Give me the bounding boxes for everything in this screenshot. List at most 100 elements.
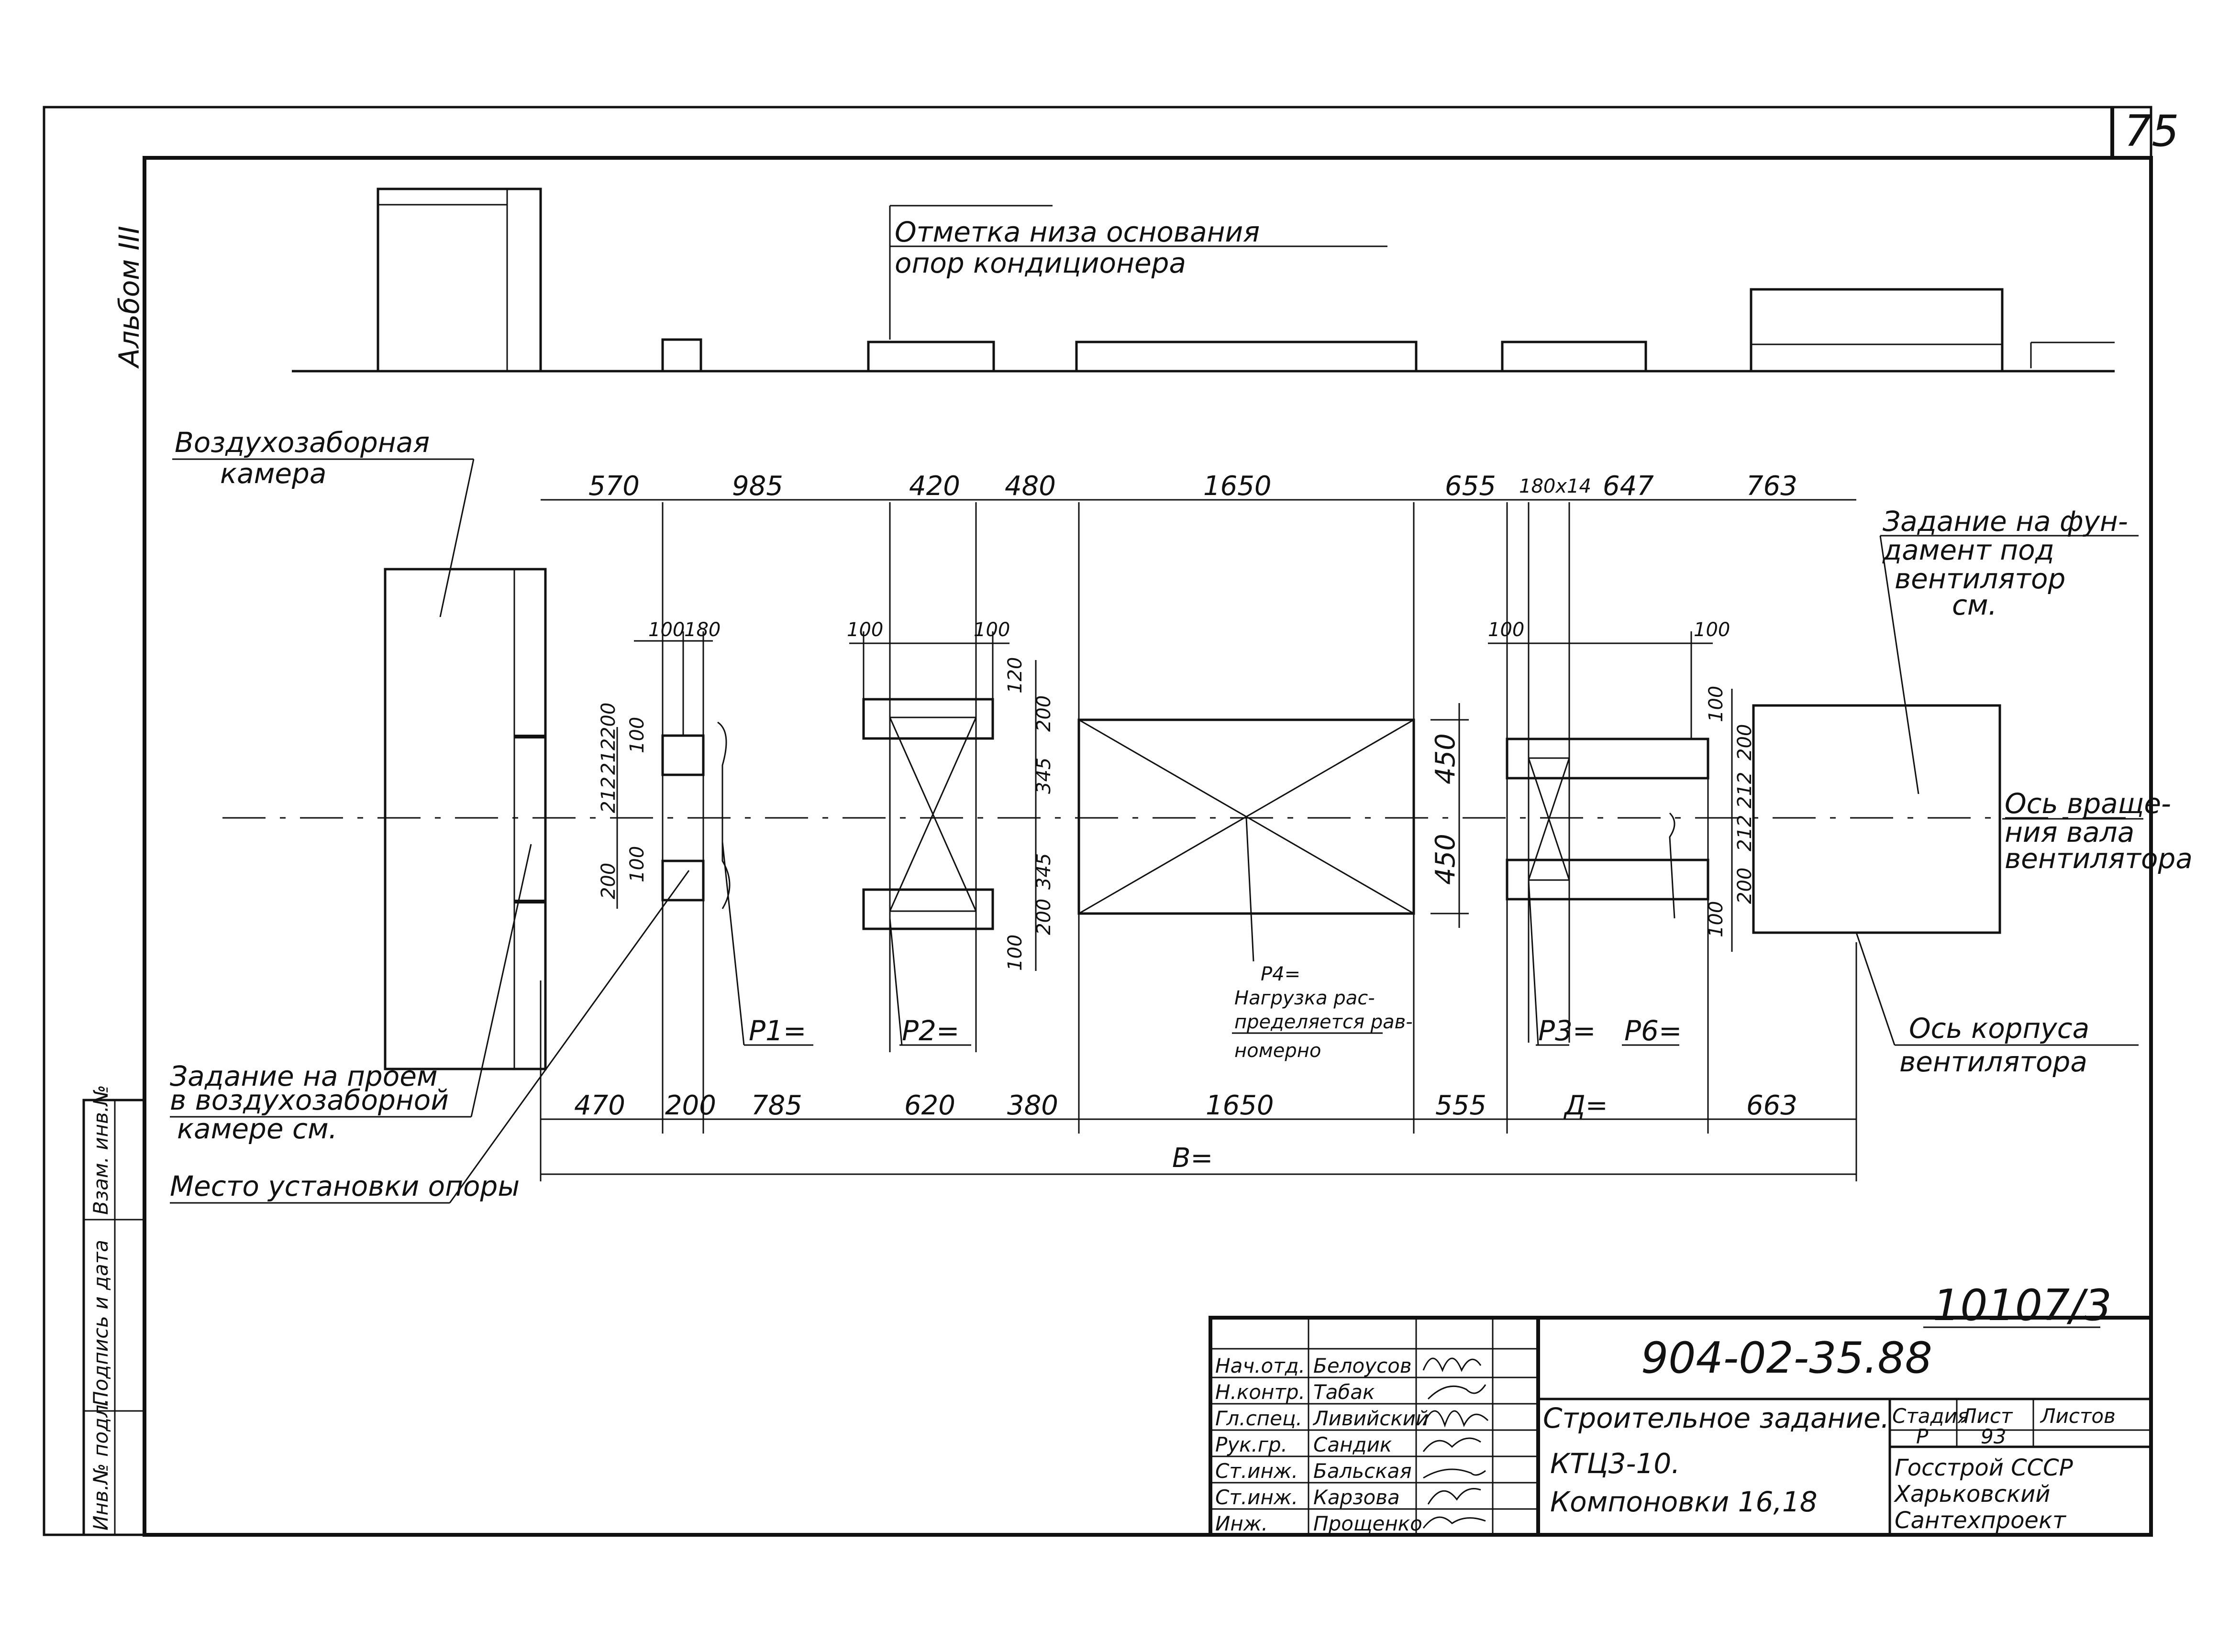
- dim-top-2: 420: [909, 471, 960, 502]
- doc-code: 904-02-35.88: [1641, 1333, 1932, 1383]
- fan-axis-label-3: вентилятора: [2005, 842, 2193, 875]
- role-4: Рук.гр.: [1215, 1433, 1287, 1456]
- dim-r212-bottom: 212: [1734, 815, 1756, 851]
- p4-note-3: номерно: [1234, 1040, 1321, 1062]
- outer-border: [43, 106, 2152, 1536]
- intake-chamber-label-1: Воздухозаборная: [175, 426, 430, 459]
- stamp-signature-date: Подпись и дата: [89, 1240, 112, 1406]
- dim-v200-top: 200: [598, 703, 620, 739]
- dim-v345-bottom: 345: [1033, 853, 1055, 890]
- dim-v450-bottom: 450: [1430, 834, 1461, 885]
- name-5: Бальская: [1313, 1459, 1412, 1483]
- dim-top-3: 480: [1005, 471, 1056, 502]
- p1-label: P1=: [749, 1014, 806, 1047]
- signatures: [1422, 1357, 1489, 1529]
- p4-label: P4=: [1261, 963, 1300, 985]
- dim-top-1: 985: [732, 471, 783, 502]
- org-3: Сантехпроект: [1895, 1507, 2067, 1534]
- secondary-number: 10107/3: [1933, 1280, 2112, 1331]
- dim-v100-p2: 100: [1004, 935, 1026, 971]
- opening-label-1: Задание на проем: [170, 1060, 438, 1092]
- dim-top-7: 647: [1603, 471, 1654, 502]
- opening-label-3: камере см.: [177, 1112, 337, 1145]
- elevation-view: Отметка низа основания опор кондиционера: [292, 187, 2115, 373]
- name-6: Карзова: [1313, 1486, 1400, 1509]
- role-5: Ст.инж.: [1215, 1459, 1298, 1483]
- dim-p2-100-right: 100: [974, 619, 1010, 641]
- sheet-value: 93: [1981, 1425, 2006, 1448]
- dim-v200-bottom: 200: [598, 863, 620, 899]
- p4-note-1: Нагрузка рас-: [1234, 987, 1375, 1009]
- dim-top-5: 655: [1445, 471, 1496, 502]
- role-6: Ст.инж.: [1215, 1486, 1298, 1509]
- fan-axis-label-1: Ось враще-: [2005, 787, 2171, 820]
- dim-p2-100-left: 100: [847, 619, 883, 641]
- fan-foundation-label-2: дамент под: [1882, 534, 2054, 566]
- fan-unit-plan: [1752, 704, 2001, 934]
- stamp-inv-original: Инв.№ подл.: [89, 1399, 112, 1531]
- title-block: [1209, 1316, 2153, 1537]
- dim-bottom-8: 663: [1746, 1090, 1797, 1121]
- fan-axis-label-2: ния вала: [2005, 816, 2134, 848]
- dim-r200-top: 200: [1734, 724, 1756, 760]
- dim-bottom-6: 555: [1435, 1090, 1486, 1121]
- role-2: Н.контр.: [1215, 1380, 1305, 1404]
- dim-v120: 120: [1004, 657, 1026, 694]
- base-mark-label-1: Отметка низа основания: [895, 216, 1260, 248]
- support-block-3: [1075, 341, 1418, 373]
- dim-v212-top: 212: [598, 738, 620, 775]
- org-2: Харьковский: [1893, 1481, 2050, 1508]
- dim-bottom-1: 200: [665, 1090, 716, 1121]
- stage-header: Стадия: [1892, 1404, 1969, 1428]
- dim-p1-180: 180: [684, 619, 721, 641]
- support-place-label: Место установки опоры: [170, 1170, 520, 1202]
- org-1: Госстрой СССР: [1895, 1454, 2073, 1481]
- dim-r100-top: 100: [1705, 686, 1727, 722]
- dim-bottom-2: 785: [751, 1090, 802, 1121]
- fan-foundation-label-3: вентилятор: [1895, 562, 2065, 595]
- stamp-replaced-inv: Взам. инв.№: [89, 1085, 112, 1215]
- description-1: Строительное задание.: [1543, 1402, 1889, 1434]
- dim-v345-top: 345: [1033, 758, 1055, 794]
- support-p1: [634, 502, 713, 1134]
- dim-p3-100-right: 100: [1694, 619, 1730, 641]
- stage-value: Р: [1916, 1425, 1929, 1448]
- dim-r100-bottom: 100: [1705, 901, 1727, 937]
- intake-chamber-plan: [384, 568, 547, 1070]
- support-p3: [1488, 502, 1713, 1134]
- frame-p4: [1077, 502, 1469, 1134]
- dim-top-0: 570: [588, 471, 640, 502]
- dim-v100-top: 100: [626, 717, 648, 753]
- dim-v212-bottom: 212: [598, 777, 620, 813]
- dim-bottom-0: 470: [574, 1090, 625, 1121]
- dim-bottom-7: Д=: [1563, 1090, 1608, 1121]
- dim-v200-p2-bottom: 200: [1033, 899, 1055, 935]
- intake-chamber-label-2: камера: [220, 457, 326, 490]
- housing-axis-label-1: Ось корпуса: [1909, 1012, 2089, 1045]
- dim-v200-p2-top: 200: [1033, 695, 1055, 732]
- dim-bottom-3: 620: [904, 1090, 955, 1121]
- sheet-header: Лист: [1961, 1404, 2013, 1428]
- description-3: Компоновки 16,18: [1550, 1486, 1818, 1518]
- role-3: Гл.спец.: [1215, 1407, 1302, 1430]
- inner-frame: [143, 156, 2153, 1537]
- intake-chamber-elevation: [377, 187, 542, 373]
- page-number: 75: [2124, 106, 2179, 156]
- side-stamp: Взам. инв.№ Подпись и дата Инв.№ подл.: [82, 1085, 146, 1536]
- name-3: Ливийский: [1312, 1407, 1429, 1430]
- p4-note-2: пределяется рав-: [1234, 1011, 1413, 1033]
- role-1: Нач.отд.: [1215, 1354, 1305, 1377]
- name-1: Белоусов: [1313, 1354, 1412, 1377]
- support-p2: [849, 502, 1009, 1052]
- album-label: Альбом III: [113, 226, 145, 369]
- dim-p3-100-left: 100: [1488, 619, 1524, 641]
- dim-bottom-5: 1650: [1206, 1090, 1274, 1121]
- p3-label: P3=: [1538, 1014, 1596, 1047]
- p6-label: P6=: [1624, 1014, 1682, 1047]
- opening-label-2: в воздухозаборной: [170, 1084, 449, 1116]
- dim-p1-100: 100: [648, 619, 685, 641]
- name-4: Сандик: [1313, 1433, 1392, 1456]
- support-block-1: [661, 338, 702, 373]
